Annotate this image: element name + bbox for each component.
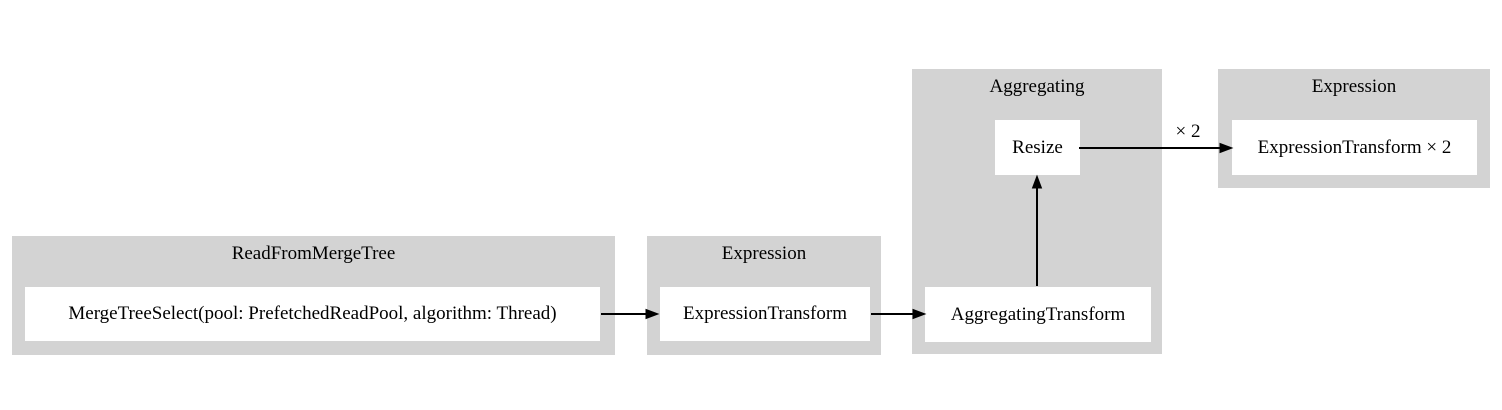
cluster-readfrommergetree: ReadFromMergeTree MergeTreeSelect(pool: … [12,236,615,355]
cluster-expression-2-label: Expression [1311,76,1397,97]
node-mergetreeselect: MergeTreeSelect(pool: PrefetchedReadPool… [25,287,600,341]
edge-label-x2: × 2 [1175,121,1201,142]
cluster-aggregating: Aggregating Resize AggregatingTransform [912,69,1162,354]
cluster-readfrommergetree-label: ReadFromMergeTree [231,243,396,264]
node-resize: Resize [995,120,1080,175]
cluster-expression-1: Expression ExpressionTransform [647,236,881,355]
node-expressiontransform: ExpressionTransform [660,287,870,341]
node-expressiontransform-x2: ExpressionTransform × 2 [1232,120,1477,175]
node-aggregatingtransform: AggregatingTransform [925,287,1151,342]
cluster-expression-2: Expression ExpressionTransform × 2 [1218,69,1490,188]
cluster-expression-1-label: Expression [721,243,807,264]
cluster-aggregating-label: Aggregating [989,76,1085,97]
